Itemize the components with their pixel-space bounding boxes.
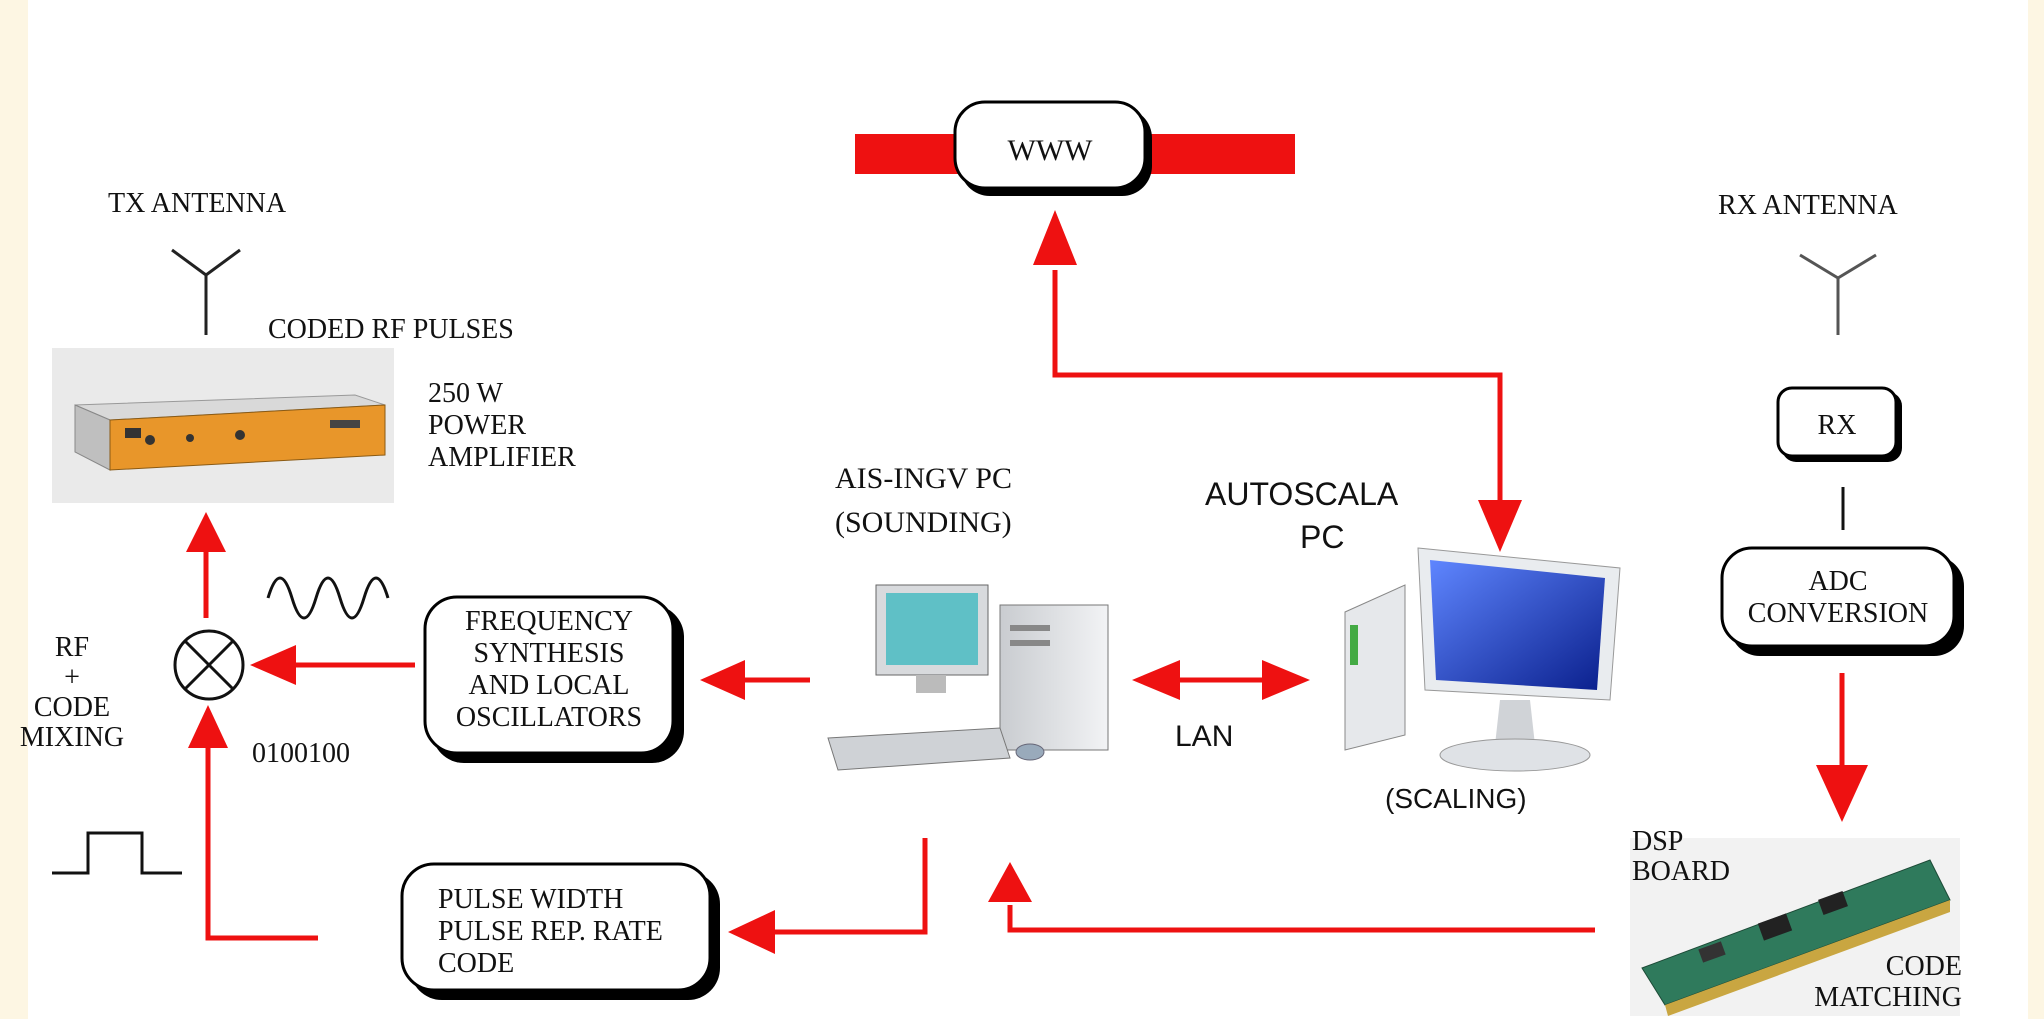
ais-pc-label-2: (SOUNDING)	[835, 506, 1012, 539]
power-amp-label-2: POWER	[428, 410, 526, 441]
rf-mix-label-4: MIXING	[20, 722, 124, 753]
freq-label-3: AND LOCAL	[469, 670, 630, 701]
arrow-dsp-to-pc	[1007, 905, 1595, 933]
lan-label: LAN	[1175, 720, 1233, 753]
arrow-head	[1816, 765, 1868, 822]
pulse-label-3: CODE	[438, 948, 514, 979]
mixer-icon	[173, 629, 245, 701]
arrow-head	[1033, 210, 1077, 265]
rx-box	[1776, 386, 1902, 462]
frequency-synthesis-box	[423, 595, 684, 763]
pulse-label-1: PULSE WIDTH	[438, 884, 623, 915]
arrow-head	[1132, 660, 1180, 700]
ais-pc-label-1: AIS-INGV PC	[835, 462, 1012, 495]
adc-label-1: ADC	[1808, 566, 1867, 597]
autoscala-label-1: AUTOSCALA	[1205, 476, 1399, 512]
dsp-board-icon	[1630, 838, 1960, 1016]
antenna-icon	[1799, 253, 1877, 335]
tx-antenna-label: TX ANTENNA	[108, 188, 287, 219]
freq-label-1: FREQUENCY	[465, 606, 633, 637]
rf-mix-label-3: CODE	[34, 692, 110, 723]
pulse-icon	[52, 831, 182, 875]
dsp-label-1: DSP	[1632, 826, 1683, 857]
arrow-head	[700, 660, 745, 700]
adc-label-2: CONVERSION	[1748, 598, 1928, 629]
monitor-pc-icon	[1344, 547, 1621, 772]
antenna-icon	[171, 248, 241, 335]
www-node: WWW	[855, 100, 1295, 196]
code-bits-label: 0100100	[252, 738, 350, 769]
code-match-label-1: CODE	[1886, 951, 1962, 982]
power-amp-label-1: 250 W	[428, 378, 503, 409]
arrow-head	[728, 910, 775, 954]
pulse-label-2: PULSE REP. RATE	[438, 916, 663, 947]
www-label: WWW	[1008, 134, 1094, 167]
freq-label-4: OSCILLATORS	[456, 702, 642, 733]
arrow-pulse-to-mixer	[205, 745, 318, 941]
scaling-label: (SCALING)	[1385, 783, 1527, 814]
arrow-www-autoscala	[1052, 270, 1503, 505]
adc-box	[1720, 546, 1964, 656]
arrow-head	[188, 705, 228, 748]
power-amp-label-3: AMPLIFIER	[428, 442, 576, 473]
code-match-label-2: MATCHING	[1814, 982, 1962, 1013]
rx-label: RX	[1818, 410, 1857, 441]
pulse-width-box	[400, 862, 720, 1000]
dsp-label-2: BOARD	[1632, 856, 1730, 887]
desktop-pc-icon	[827, 584, 1109, 771]
arrow-head	[250, 645, 296, 685]
arrow-head	[186, 512, 226, 552]
rf-mix-label-2: +	[64, 662, 80, 693]
coded-rf-pulses-label: CODED RF PULSES	[268, 314, 514, 345]
sine-wave-icon	[266, 576, 390, 620]
arrow-pc-to-pulse	[775, 838, 928, 935]
rf-mix-label-1: RF	[55, 632, 89, 663]
freq-label-2: SYNTHESIS	[474, 638, 625, 669]
arrow-head	[1262, 660, 1310, 700]
power-amplifier-icon	[52, 348, 394, 503]
arrow-head	[1478, 500, 1522, 552]
rx-antenna-label: RX ANTENNA	[1718, 190, 1898, 221]
autoscala-label-2: PC	[1300, 519, 1344, 555]
arrow-head	[988, 862, 1032, 902]
